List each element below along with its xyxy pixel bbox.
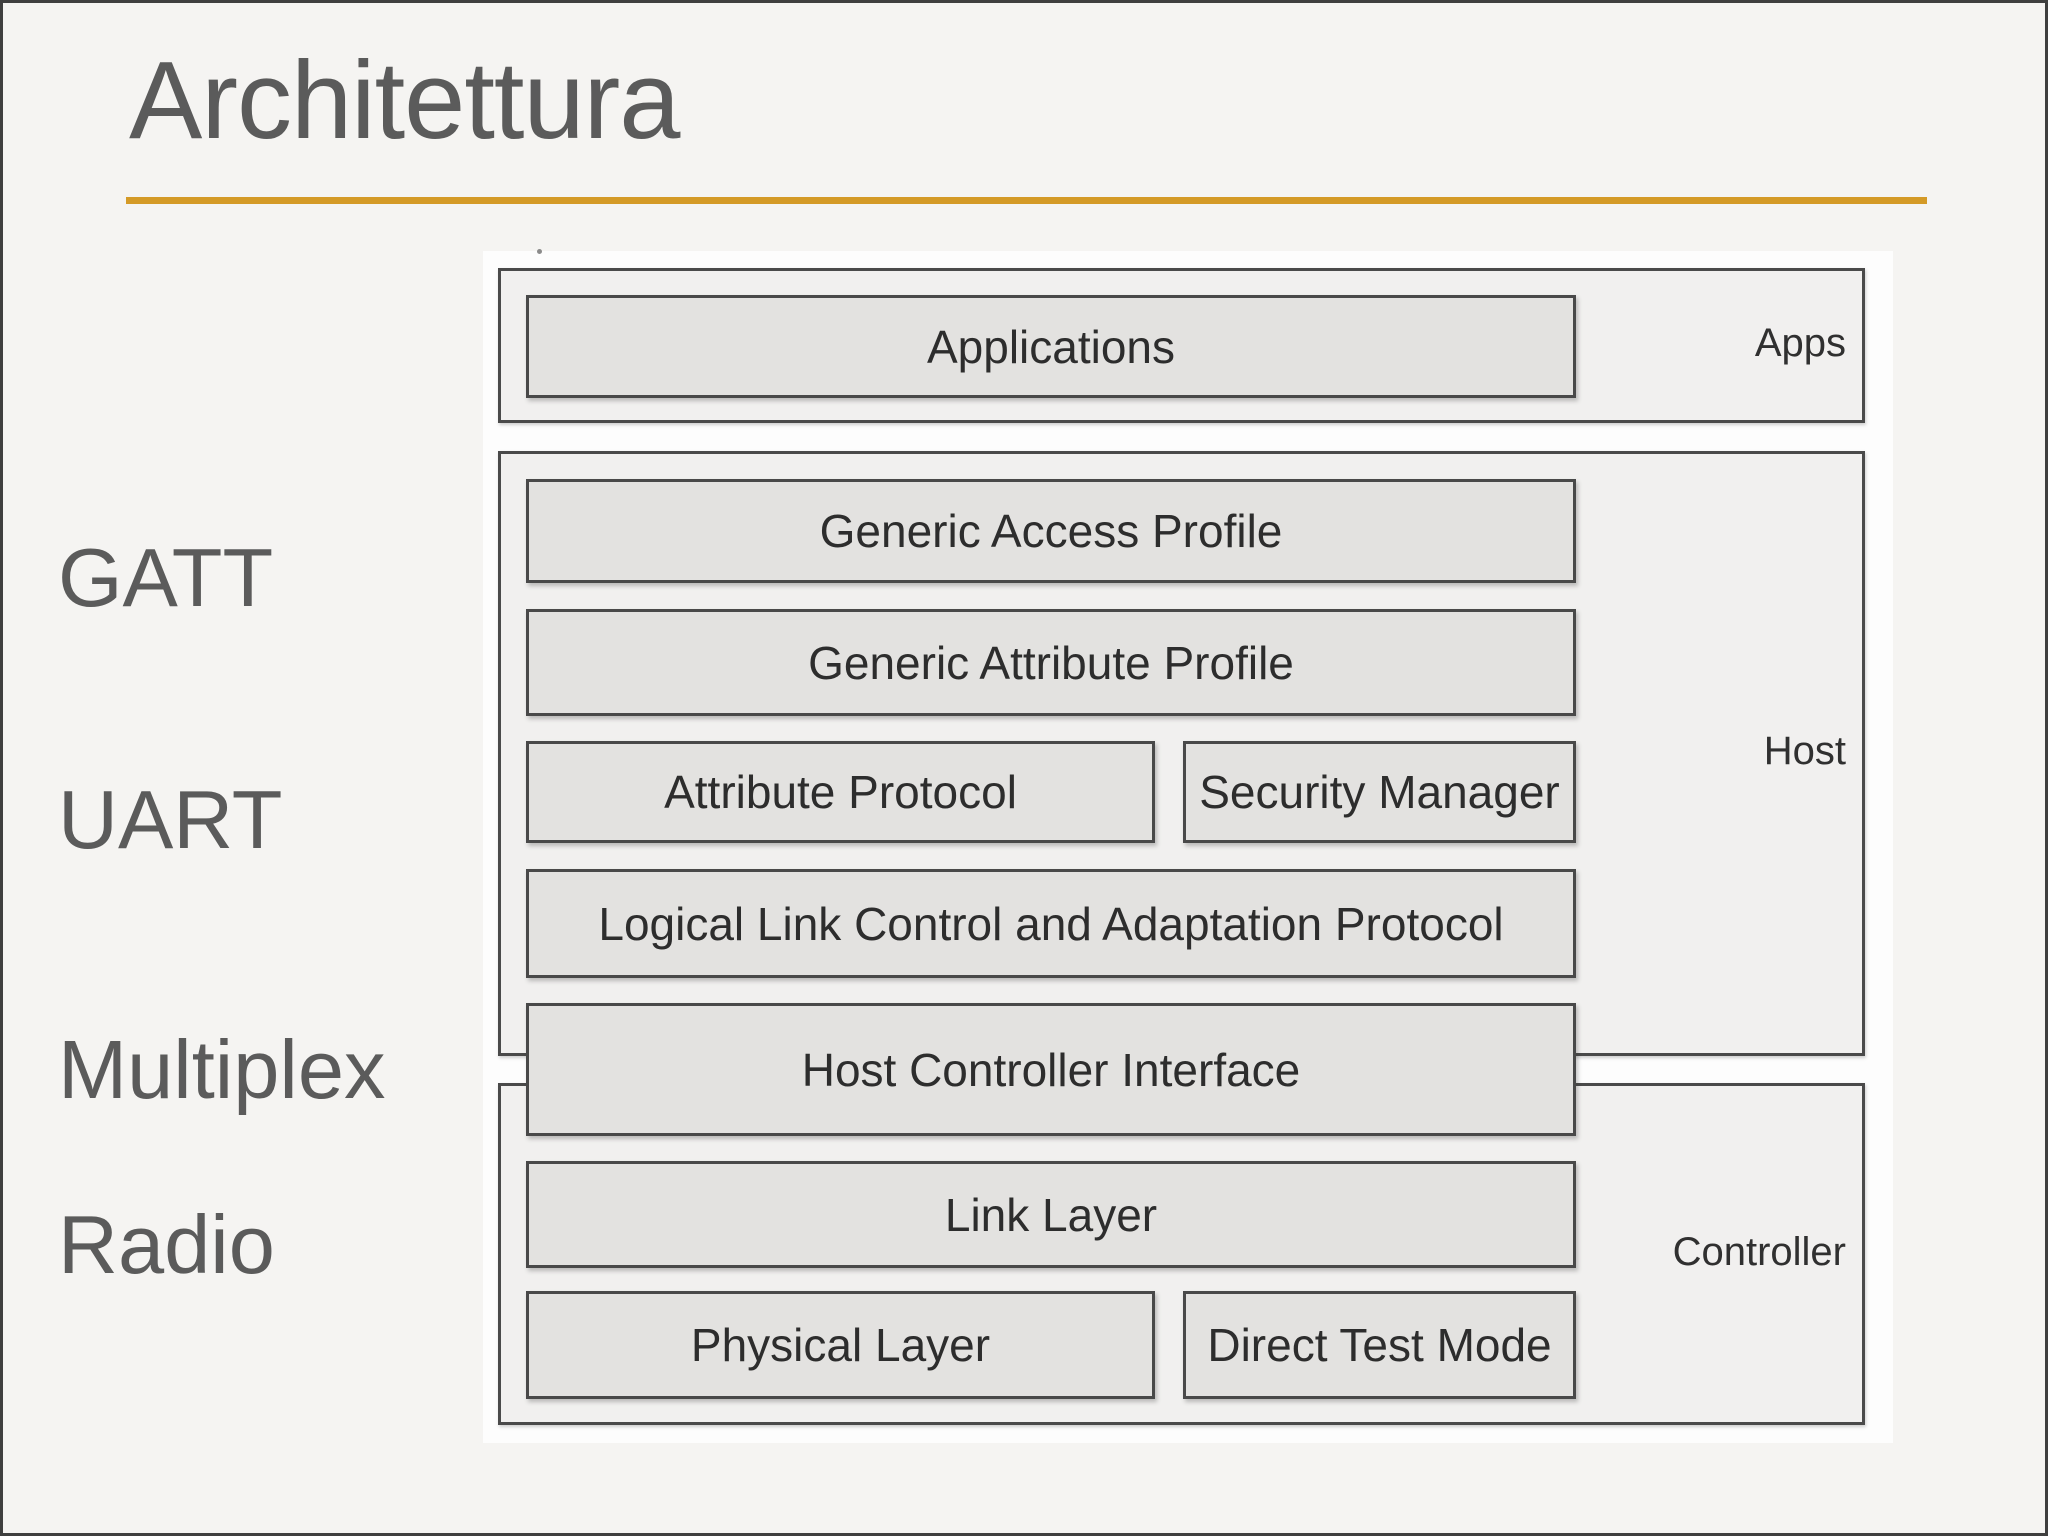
box-generic-access-profile: Generic Access Profile	[526, 479, 1576, 583]
box-applications: Applications	[526, 295, 1576, 398]
box-link-layer: Link Layer	[526, 1161, 1576, 1268]
box-direct-test-mode: Direct Test Mode	[1183, 1291, 1576, 1399]
box-host-controller-interface: Host Controller Interface	[526, 1003, 1576, 1136]
title-underline	[126, 197, 1927, 204]
apps-panel-label: Apps	[1754, 321, 1846, 365]
side-label-uart: UART	[58, 773, 283, 866]
slide-title: Architettura	[129, 39, 680, 162]
artifact-dot	[537, 249, 542, 254]
box-generic-attribute-profile: Generic Attribute Profile	[526, 609, 1576, 716]
host-panel-label: Host	[1763, 729, 1846, 773]
side-label-radio: Radio	[58, 1198, 275, 1291]
controller-panel-label: Controller	[1672, 1230, 1846, 1274]
box-physical-layer: Physical Layer	[526, 1291, 1155, 1399]
box-security-manager: Security Manager	[1183, 741, 1576, 843]
box-l2cap: Logical Link Control and Adaptation Prot…	[526, 869, 1576, 978]
ble-architecture-diagram: Apps Host Controller Applications Generi…	[483, 249, 1893, 1443]
side-label-gatt: GATT	[58, 531, 274, 624]
box-attribute-protocol: Attribute Protocol	[526, 741, 1155, 843]
side-label-multiplex: Multiplex	[58, 1023, 386, 1116]
